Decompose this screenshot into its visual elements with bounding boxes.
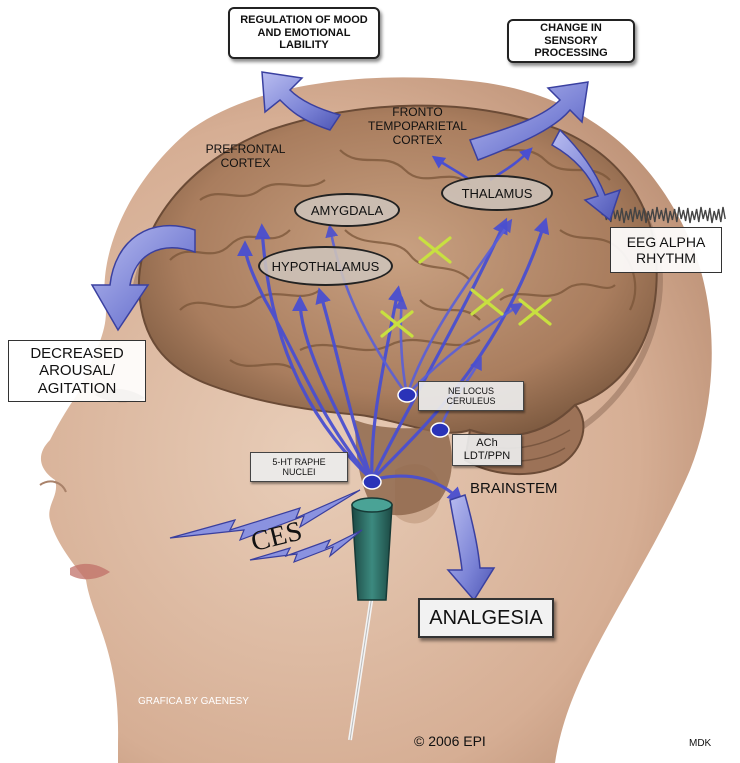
oval-hypothalamus: HYPOTHALAMUS <box>258 246 393 286</box>
copyright-notice: © 2006 EPI <box>414 733 486 749</box>
signature-mdk: MDK <box>689 738 712 749</box>
label-decreased-arousal: DECREASED AROUSAL/ AGITATION <box>8 340 146 402</box>
label-ach-ldt-ppn: ACh LDT/PPN <box>452 434 522 466</box>
eeg-waveform <box>601 206 726 224</box>
nuclei-dots <box>362 387 450 490</box>
label-ne-locus-ceruleus: NE LOCUS CERULEUS <box>418 381 524 411</box>
label-brainstem: BRAINSTEM <box>470 480 558 497</box>
label-5ht-raphe-nuclei: 5-HT RAPHE NUCLEI <box>250 452 348 482</box>
label-fronto-temporoparietal-cortex: FRONTO TEMPOPARIETAL CORTEX <box>368 105 467 147</box>
label-prefrontal-cortex: PREFRONTAL CORTEX <box>205 142 286 170</box>
label-eeg-alpha-rhythm: EEG ALPHA RHYTHM <box>610 227 722 273</box>
label-sensory-processing: CHANGE IN SENSORY PROCESSING <box>507 19 635 63</box>
oval-amygdala: AMYGDALA <box>294 193 400 227</box>
label-analgesia: ANALGESIA <box>418 598 554 638</box>
credit-grafica: GRAFICA BY GAENESY <box>138 696 249 707</box>
pathway-block-marks <box>380 236 552 338</box>
ces-lightning <box>169 489 363 564</box>
oval-thalamus: THALAMUS <box>441 175 553 211</box>
label-mood-regulation: REGULATION OF MOOD AND EMOTIONAL LABILIT… <box>228 7 380 59</box>
ces-electrode-probe <box>348 497 393 741</box>
effect-arrows <box>90 71 622 602</box>
